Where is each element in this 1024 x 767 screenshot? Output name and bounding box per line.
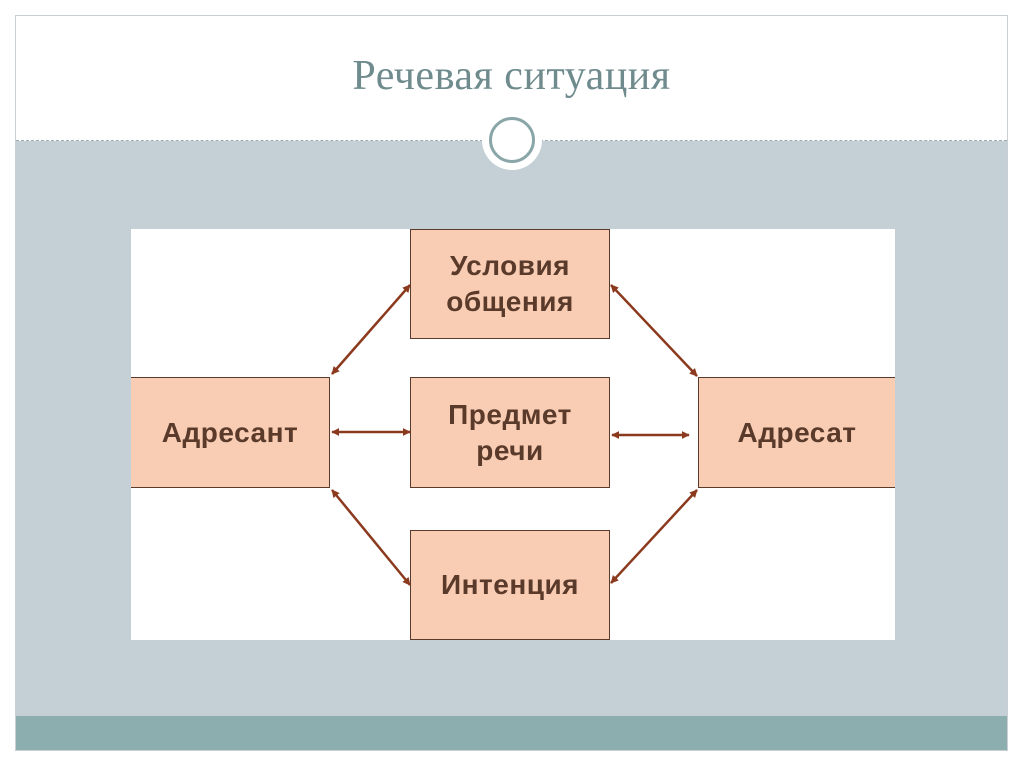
- node-subject-of-speech: Предмет речи: [410, 377, 610, 488]
- arrow-intention-addressee: [610, 489, 698, 584]
- slide-title: Речевая ситуация: [352, 53, 671, 99]
- node-intention: Интенция: [410, 530, 610, 640]
- node-communication-conditions: Условия общения: [410, 229, 610, 339]
- footer-band: [16, 716, 1007, 750]
- slide-frame: [15, 15, 1008, 751]
- ring-ornament-inner: [489, 117, 535, 163]
- arrows-layer: [331, 284, 698, 586]
- arrow-conditions-addressee: [610, 284, 698, 377]
- node-addresser: Адресант: [131, 377, 330, 488]
- speech-situation-diagram: Условия общения Предмет речи Интенция Ад…: [131, 229, 895, 640]
- node-addressee: Адресат: [698, 377, 895, 488]
- arrow-addresser-intention: [331, 489, 411, 586]
- arrow-addresser-conditions: [331, 284, 411, 375]
